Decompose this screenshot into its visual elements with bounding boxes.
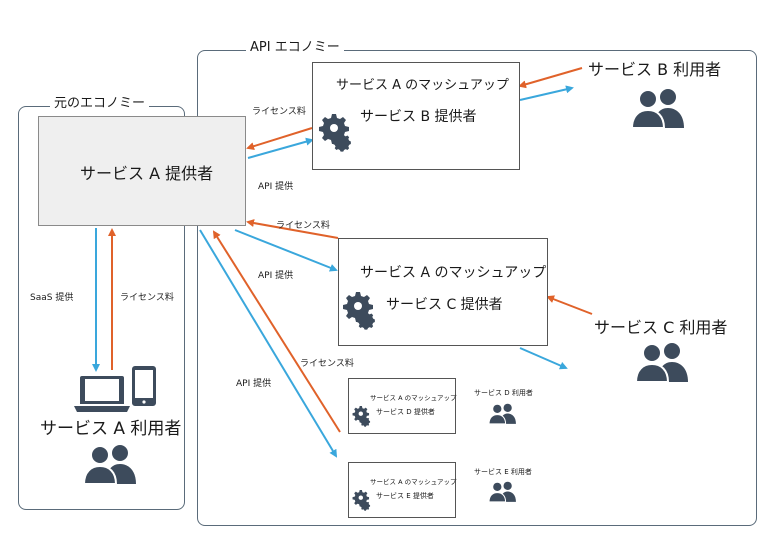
flow-api-b: API 提供 xyxy=(258,182,294,192)
gear-icon xyxy=(352,406,371,427)
provider-a-box xyxy=(38,116,246,226)
mashup-c-line2: サービス C 提供者 xyxy=(386,297,503,313)
arrow-api-c xyxy=(234,229,338,272)
users-icon xyxy=(488,481,516,502)
flow-api-de: API 提供 xyxy=(236,379,272,389)
mashup-c-line1: サービス A のマッシュアップ xyxy=(360,265,547,281)
mashup-b-box xyxy=(312,62,520,170)
user-d-label: サービス D 利用者 xyxy=(474,389,533,397)
gear-icon xyxy=(343,292,375,330)
provider-a-label: サービス A 提供者 xyxy=(80,164,214,183)
users-icon xyxy=(82,445,136,484)
mashup-b-line1: サービス A のマッシュアップ xyxy=(336,78,509,93)
arrow-license-b xyxy=(246,127,313,151)
flow-license-a: ライセンス料 xyxy=(120,293,174,303)
arrow-license-c xyxy=(246,219,339,239)
laptop-icon xyxy=(74,376,130,412)
mashup-d-line2: サービス D 提供者 xyxy=(376,408,435,416)
user-c-label: サービス C 利用者 xyxy=(594,318,728,337)
arrow-license-de xyxy=(212,230,341,433)
users-icon xyxy=(488,403,516,424)
mashup-e-line1: サービス A のマッシュアップ xyxy=(370,478,457,486)
mashup-e-line2: サービス E 提供者 xyxy=(376,492,434,500)
api-economy-title: API エコノミー xyxy=(246,36,344,55)
original-economy-title: 元のエコノミー xyxy=(50,92,150,111)
arrow-api-de xyxy=(199,229,338,458)
flow-api-c: API 提供 xyxy=(258,271,294,281)
users-icon xyxy=(630,89,684,128)
flow-license-b: ライセンス料 xyxy=(252,107,306,117)
flow-license-c: ライセンス料 xyxy=(276,221,330,231)
mashup-b-line2: サービス B 提供者 xyxy=(360,109,477,125)
user-b-label: サービス B 利用者 xyxy=(588,60,722,79)
user-a-label: サービス A 利用者 xyxy=(40,419,182,439)
arrow-license-c-user xyxy=(546,295,593,315)
gear-icon xyxy=(352,490,371,511)
arrow-license-b-user xyxy=(518,67,583,89)
flow-saas: SaaS 提供 xyxy=(30,293,74,303)
arrow-service-b-user xyxy=(519,85,574,101)
arrow-api-b xyxy=(247,137,314,159)
flow-license-de: ライセンス料 xyxy=(300,359,354,369)
user-e-label: サービス E 利用者 xyxy=(474,468,532,476)
gear-icon xyxy=(319,114,351,152)
phone-icon xyxy=(132,366,156,406)
mashup-d-line1: サービス A のマッシュアップ xyxy=(370,394,457,402)
mashup-c-box xyxy=(338,238,548,346)
arrow-service-c-user xyxy=(519,347,568,370)
users-icon xyxy=(634,343,688,382)
